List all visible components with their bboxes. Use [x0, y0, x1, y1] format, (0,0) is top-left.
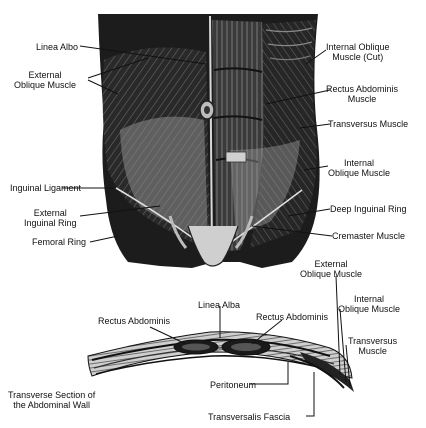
label-text: Linea Albo [36, 42, 79, 52]
label-internal-oblique-top: Internal Oblique Muscle [328, 158, 390, 178]
label-external-inguinal-ring: External Inguinal Ring [24, 208, 77, 228]
label-text: Cremaster Muscle [332, 231, 406, 241]
label-text: Oblique Muscle [14, 80, 77, 90]
label-peritoneum: Peritoneum [210, 380, 256, 390]
label-rectus-abdominis-top: Rectus Abdominis Muscle [326, 84, 398, 104]
label-internal-oblique-cut: Internal Oblique Muscle (Cut) [326, 42, 390, 62]
label-text: Internal [344, 158, 375, 168]
label-section-title: Transverse Section of the Abdominal Wall [8, 390, 95, 410]
label-external-oblique-bottom: External Oblique Muscle [300, 259, 362, 279]
label-text: External [28, 70, 62, 80]
label-text: Peritoneum [210, 380, 257, 390]
label-text: Muscle [347, 94, 377, 104]
label-rectus-right: Rectus Abdominis [256, 312, 328, 322]
label-text: External [314, 259, 348, 269]
label-cremaster: Cremaster Muscle [332, 231, 405, 241]
label-text: Internal [354, 294, 385, 304]
label-text: External [33, 208, 67, 218]
label-text: Internal Oblique [326, 42, 390, 52]
label-text: Oblique Muscle [338, 304, 401, 314]
label-text: Transversalis Fascia [208, 412, 291, 422]
label-external-oblique-top: External Oblique Muscle [14, 70, 76, 90]
label-text: Transverse Section of [8, 390, 96, 400]
label-text: Deep Inguinal Ring [330, 204, 407, 214]
label-text: Oblique Muscle [328, 168, 391, 178]
label-inguinal-ligament: Inguinal Ligament [10, 183, 81, 193]
leader-lines [62, 45, 351, 417]
label-text: Inguinal Ring [24, 218, 77, 228]
label-deep-inguinal-ring: Deep Inguinal Ring [330, 204, 407, 214]
label-text: Rectus Abdominis [326, 84, 399, 94]
label-transversus-bottom: Transversus Muscle [348, 336, 397, 356]
label-text: Femoral Ring [32, 237, 87, 247]
label-text: the Abdominal Wall [13, 400, 90, 410]
label-text: Inguinal Ligament [10, 183, 82, 193]
label-linea-alba-bottom: Linea Alba [198, 300, 240, 310]
label-text: Linea Alba [198, 300, 241, 310]
label-text: Oblique Muscle [300, 269, 363, 279]
label-text: Muscle (Cut) [332, 52, 384, 62]
label-text: Rectus Abdominis [256, 312, 329, 322]
label-text: Muscle [358, 346, 387, 356]
torso-illustration [98, 14, 320, 268]
label-rectus-left: Rectus Abdominis [98, 316, 170, 326]
label-transversalis-fascia: Transversalis Fascia [208, 412, 290, 422]
label-linea-alba-top: Linea Albo [36, 42, 78, 52]
label-text: Rectus Abdominis [98, 316, 171, 326]
label-text: Transversus Muscle [328, 119, 409, 129]
label-transversus-top: Transversus Muscle [328, 119, 408, 129]
cross-section-illustration [87, 331, 354, 392]
label-text: Transversus [348, 336, 398, 346]
label-femoral-ring: Femoral Ring [32, 237, 86, 247]
label-internal-oblique-bottom: Internal Oblique Muscle [338, 294, 400, 314]
